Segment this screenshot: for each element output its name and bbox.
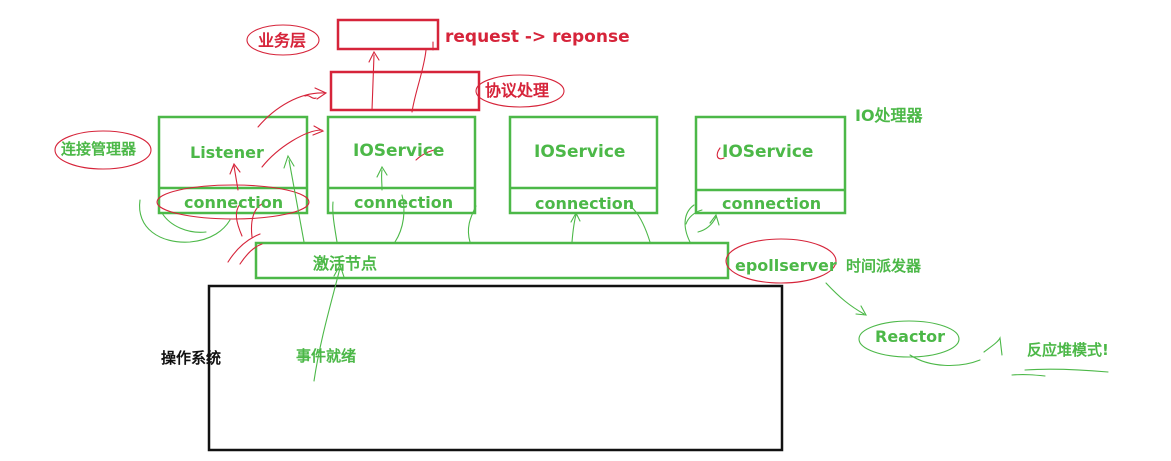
event-ready-label: 事件就绪 bbox=[296, 347, 357, 365]
connection-2-label: connection bbox=[354, 193, 454, 212]
activation-node-box bbox=[254, 241, 730, 280]
event-dispatcher-label: 时间派发器 bbox=[846, 257, 922, 275]
activation-node-label: 激活节点 bbox=[313, 254, 378, 273]
request-response-label: request -> reponse bbox=[445, 27, 630, 47]
ioservice-2-label: IOService bbox=[534, 142, 626, 162]
connection-3-label: connection bbox=[535, 194, 635, 213]
os-label: 操作系统 bbox=[161, 349, 222, 367]
business-layer-label: 业务层 bbox=[258, 31, 307, 50]
protocol-processing-box bbox=[329, 70, 481, 112]
reactor-label: Reactor bbox=[875, 327, 945, 346]
ioservice-3-label: IOService bbox=[722, 142, 814, 162]
business-layer-box bbox=[336, 18, 440, 51]
reactor-mode-label: 反应堆模式! bbox=[1027, 341, 1109, 359]
ioservice-1-box bbox=[326, 115, 477, 215]
protocol-processing-label: 协议处理 bbox=[485, 81, 550, 100]
io-processor-label: IO处理器 bbox=[855, 106, 923, 125]
connection-manager-label: 连接管理器 bbox=[61, 140, 137, 158]
epollserver-label: epollserver bbox=[735, 256, 837, 275]
os-box bbox=[207, 284, 784, 452]
listener-label: Listener bbox=[190, 143, 264, 162]
ioservice-3-box bbox=[694, 115, 847, 215]
connection-4-label: connection bbox=[722, 194, 822, 213]
connection-1-label: connection bbox=[184, 193, 284, 212]
listener-box bbox=[157, 115, 309, 215]
red-handdrawn-annotations bbox=[54, 24, 837, 284]
ioservice-2-box bbox=[508, 115, 659, 215]
ioservice-1-label: IOService bbox=[353, 141, 445, 161]
green-handdrawn-annotations bbox=[139, 154, 1109, 382]
